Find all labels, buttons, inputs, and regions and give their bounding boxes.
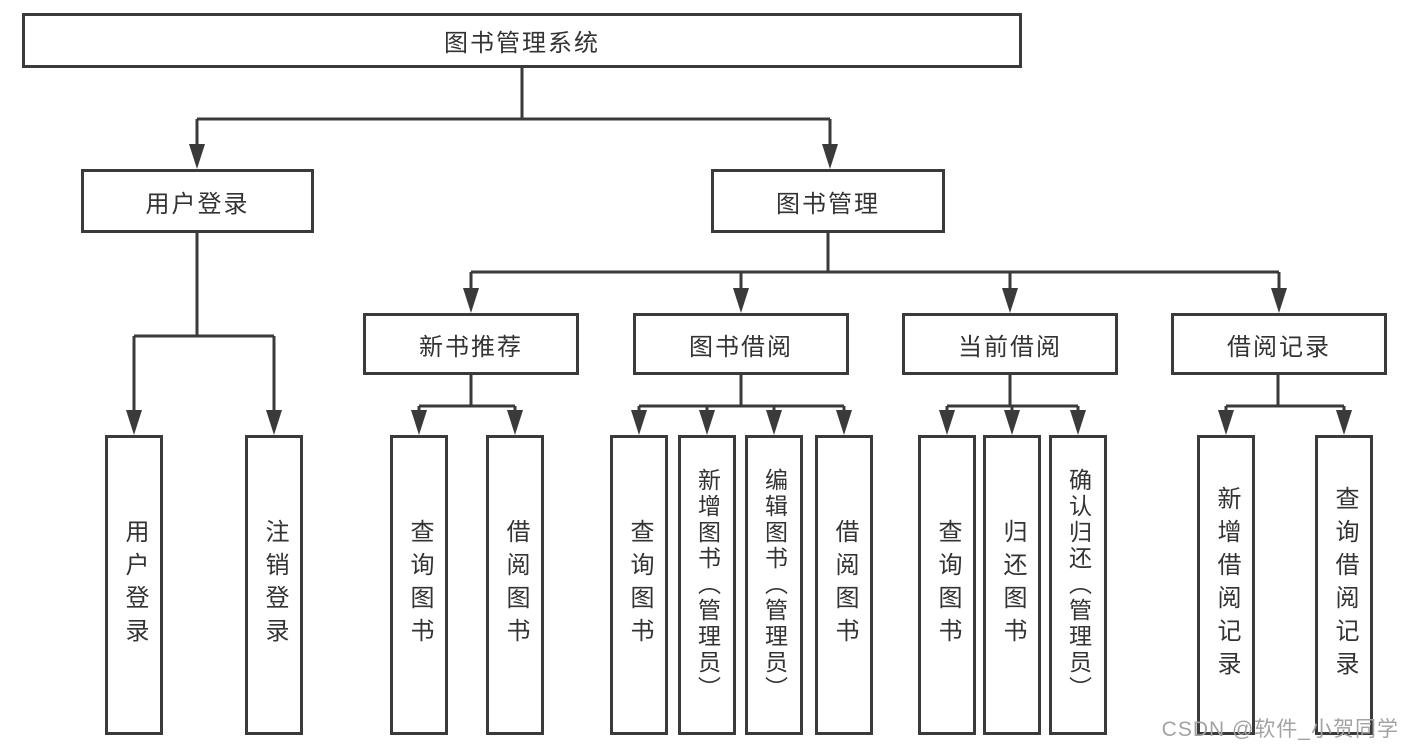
leaf-user-login: 用户登录 xyxy=(105,435,163,735)
leaf-query-borrow-record: 查询借阅记录 xyxy=(1315,435,1373,735)
connector-current-borrow xyxy=(939,375,1086,435)
leaf-query-book-1: 查询图书 xyxy=(390,435,448,735)
node-borrow-record-label: 借阅记录 xyxy=(1227,333,1331,361)
leaf-query-borrow-record-label: 查询借阅记录 xyxy=(1331,486,1358,684)
leaf-user-login-label: 用户登录 xyxy=(121,519,148,651)
leaf-query-book-3: 查询图书 xyxy=(918,435,976,735)
leaf-query-book-2: 查询图书 xyxy=(610,435,668,735)
leaf-borrow-book-1-label: 借阅图书 xyxy=(502,519,529,651)
connector-new-book-recommend xyxy=(411,375,523,435)
leaf-edit-book-admin-label: 编辑图书（管理员） xyxy=(761,468,788,702)
leaf-confirm-return-admin-label: 确认归还（管理员） xyxy=(1065,468,1092,702)
leaf-logout-label: 注销登录 xyxy=(261,519,288,651)
node-user-login: 用户登录 xyxy=(81,169,314,233)
connector-user-login xyxy=(126,233,282,435)
leaf-borrow-book-2-label: 借阅图书 xyxy=(831,519,858,651)
leaf-add-borrow-record-label: 新增借阅记录 xyxy=(1213,486,1240,684)
node-user-login-label: 用户登录 xyxy=(145,190,250,218)
leaf-add-book-admin-label: 新增图书（管理员） xyxy=(694,468,721,702)
connector-borrow-record xyxy=(1218,375,1352,435)
leaf-add-borrow-record: 新增借阅记录 xyxy=(1197,435,1255,735)
connector-book-management xyxy=(463,233,1287,313)
leaf-return-book: 归还图书 xyxy=(983,435,1041,735)
node-book-borrow: 图书借阅 xyxy=(633,313,849,375)
connector-book-borrow xyxy=(631,375,852,435)
node-new-book-recommend-label: 新书推荐 xyxy=(419,333,523,361)
node-borrow-record: 借阅记录 xyxy=(1171,313,1387,375)
leaf-borrow-book-1: 借阅图书 xyxy=(486,435,544,735)
leaf-confirm-return-admin: 确认归还（管理员） xyxy=(1049,435,1107,735)
leaf-add-book-admin: 新增图书（管理员） xyxy=(678,435,736,735)
node-current-borrow: 当前借阅 xyxy=(902,313,1118,375)
leaf-edit-book-admin: 编辑图书（管理员） xyxy=(745,435,803,735)
node-book-management-label: 图书管理 xyxy=(776,190,880,218)
leaf-query-book-2-label: 查询图书 xyxy=(626,519,653,651)
leaf-query-book-3-label: 查询图书 xyxy=(934,519,961,651)
node-root-library-system: 图书管理系统 xyxy=(22,13,1022,68)
connector-root xyxy=(189,68,838,169)
node-book-borrow-label: 图书借阅 xyxy=(689,333,793,361)
leaf-logout: 注销登录 xyxy=(245,435,303,735)
leaf-borrow-book-2: 借阅图书 xyxy=(815,435,873,735)
leaf-return-book-label: 归还图书 xyxy=(999,519,1026,651)
leaf-query-book-1-label: 查询图书 xyxy=(406,519,433,651)
csdn-watermark: CSDN @软件_小贺同学 xyxy=(1161,718,1399,741)
node-new-book-recommend: 新书推荐 xyxy=(363,313,579,375)
node-book-management: 图书管理 xyxy=(711,169,945,233)
node-root-label: 图书管理系统 xyxy=(444,30,600,57)
node-current-borrow-label: 当前借阅 xyxy=(958,333,1062,361)
